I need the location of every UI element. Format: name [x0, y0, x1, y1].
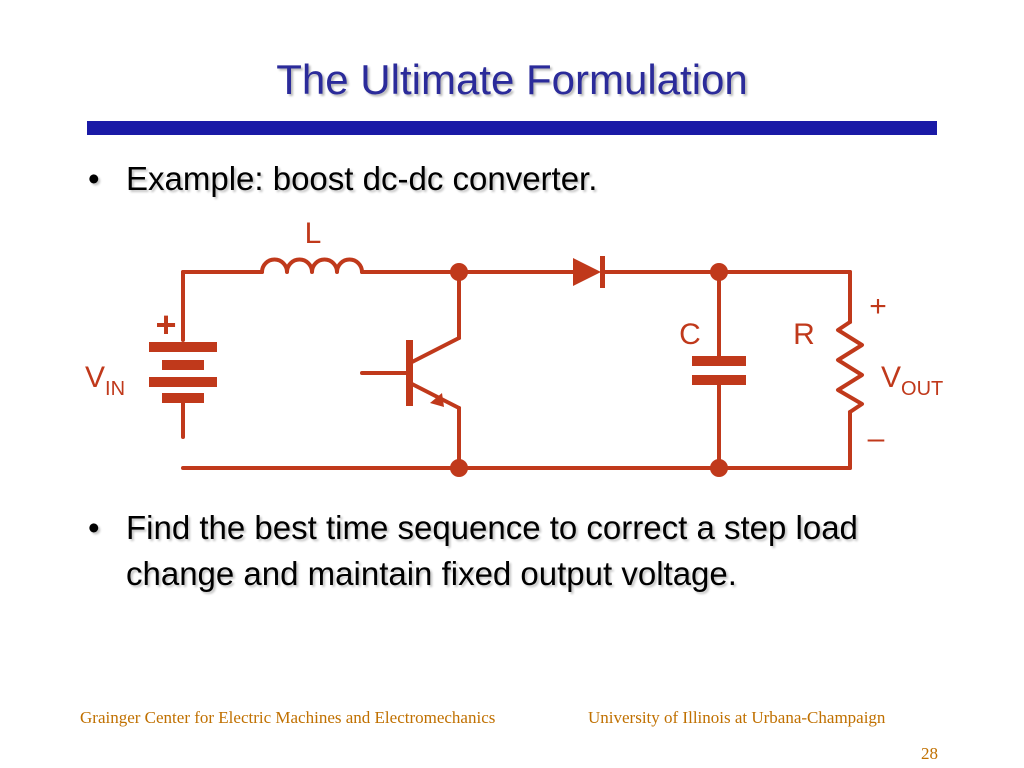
page-number: 28 [921, 744, 938, 763]
capacitor-label: C [679, 318, 701, 351]
node-dot [710, 459, 728, 477]
battery-plate-4 [162, 393, 204, 403]
diode-triangle-icon [573, 258, 601, 286]
vin-main: V [85, 361, 105, 394]
inductor-coil [260, 257, 364, 274]
battery-plate-1 [149, 342, 217, 352]
bullet-marker: • [88, 509, 100, 546]
vout-plus-sign: + [869, 290, 887, 323]
battery-symbol [149, 342, 217, 403]
vout-main: V [881, 361, 901, 394]
capacitor-plate-bottom [692, 375, 746, 385]
footer-right: University of Illinois at Urbana-Champai… [588, 708, 886, 727]
node-dot [450, 459, 468, 477]
vout-subscript: OUT [901, 378, 943, 400]
battery-plate-2 [162, 360, 204, 370]
resistor-label: R [793, 318, 815, 351]
battery-plus-sign: + [155, 304, 176, 345]
transistor-base-bar [406, 340, 413, 406]
vin-subscript: IN [105, 378, 125, 400]
diode-bar [600, 256, 605, 288]
bullet-find: • Find the best time sequence to correct… [88, 505, 948, 597]
transistor-emitter [410, 382, 461, 410]
slide-title: The Ultimate Formulation [276, 56, 748, 103]
inductor-label: L [305, 217, 322, 250]
title-underline [87, 121, 937, 135]
capacitor-plate-top [692, 356, 746, 366]
footer-left: Grainger Center for Electric Machines an… [80, 708, 496, 727]
bullet-text: Find the best time sequence to correct a… [126, 509, 858, 592]
vout-minus-sign: – [868, 422, 885, 455]
bullet-example: • Example: boost dc-dc converter. [88, 156, 788, 202]
node-dot [450, 263, 468, 281]
node-dot [710, 263, 728, 281]
battery-plate-3 [149, 377, 217, 387]
transistor-emitter-arrow-icon [430, 393, 444, 407]
resistor-zigzag [836, 320, 864, 414]
bullet-marker: • [88, 160, 100, 197]
transistor-collector [410, 336, 461, 364]
vin-label: VIN [85, 361, 125, 400]
bullet-text: Example: boost dc-dc converter. [126, 160, 598, 197]
vout-label: VOUT [881, 361, 943, 400]
